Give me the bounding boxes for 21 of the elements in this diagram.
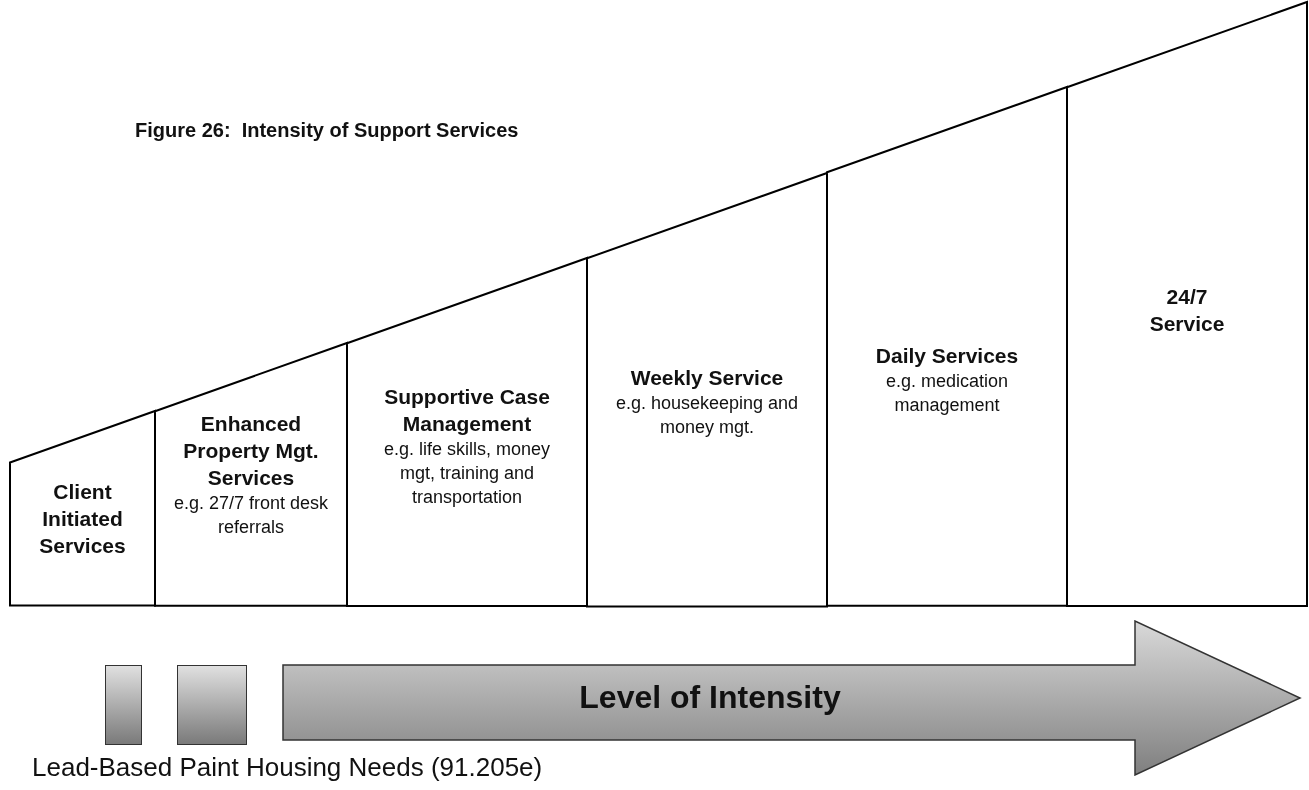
section-description: e.g. housekeeping and money mgt. bbox=[614, 392, 800, 439]
section-heading: Supportive Case Management bbox=[383, 384, 551, 437]
section-description: e.g. medication management bbox=[884, 370, 1010, 417]
service-level-section bbox=[347, 257, 587, 606]
gradient-bar bbox=[105, 665, 142, 745]
service-level-section bbox=[1067, 2, 1307, 606]
section-description: e.g. life skills, money mgt, training and transportation bbox=[382, 438, 552, 509]
figure-title: Figure 26: Intensity of Support Services bbox=[135, 119, 519, 142]
service-level-section bbox=[10, 411, 155, 606]
section-heading: Daily Services bbox=[874, 343, 1020, 369]
arrow-label: Level of Intensity bbox=[578, 678, 842, 717]
footer-heading: Lead-Based Paint Housing Needs (91.205e) bbox=[32, 751, 543, 784]
service-level-section bbox=[827, 87, 1067, 606]
section-heading: Weekly Service bbox=[629, 365, 785, 391]
section-heading: 24/7 Service bbox=[1148, 284, 1226, 337]
service-level-section bbox=[155, 343, 347, 606]
section-description: e.g. 27/7 front desk referrals bbox=[172, 492, 330, 539]
gradient-bar bbox=[177, 665, 247, 745]
service-level-section bbox=[587, 172, 827, 606]
section-heading: Client Initiated Services bbox=[38, 479, 127, 559]
section-heading: Enhanced Property Mgt. Services bbox=[182, 411, 320, 491]
